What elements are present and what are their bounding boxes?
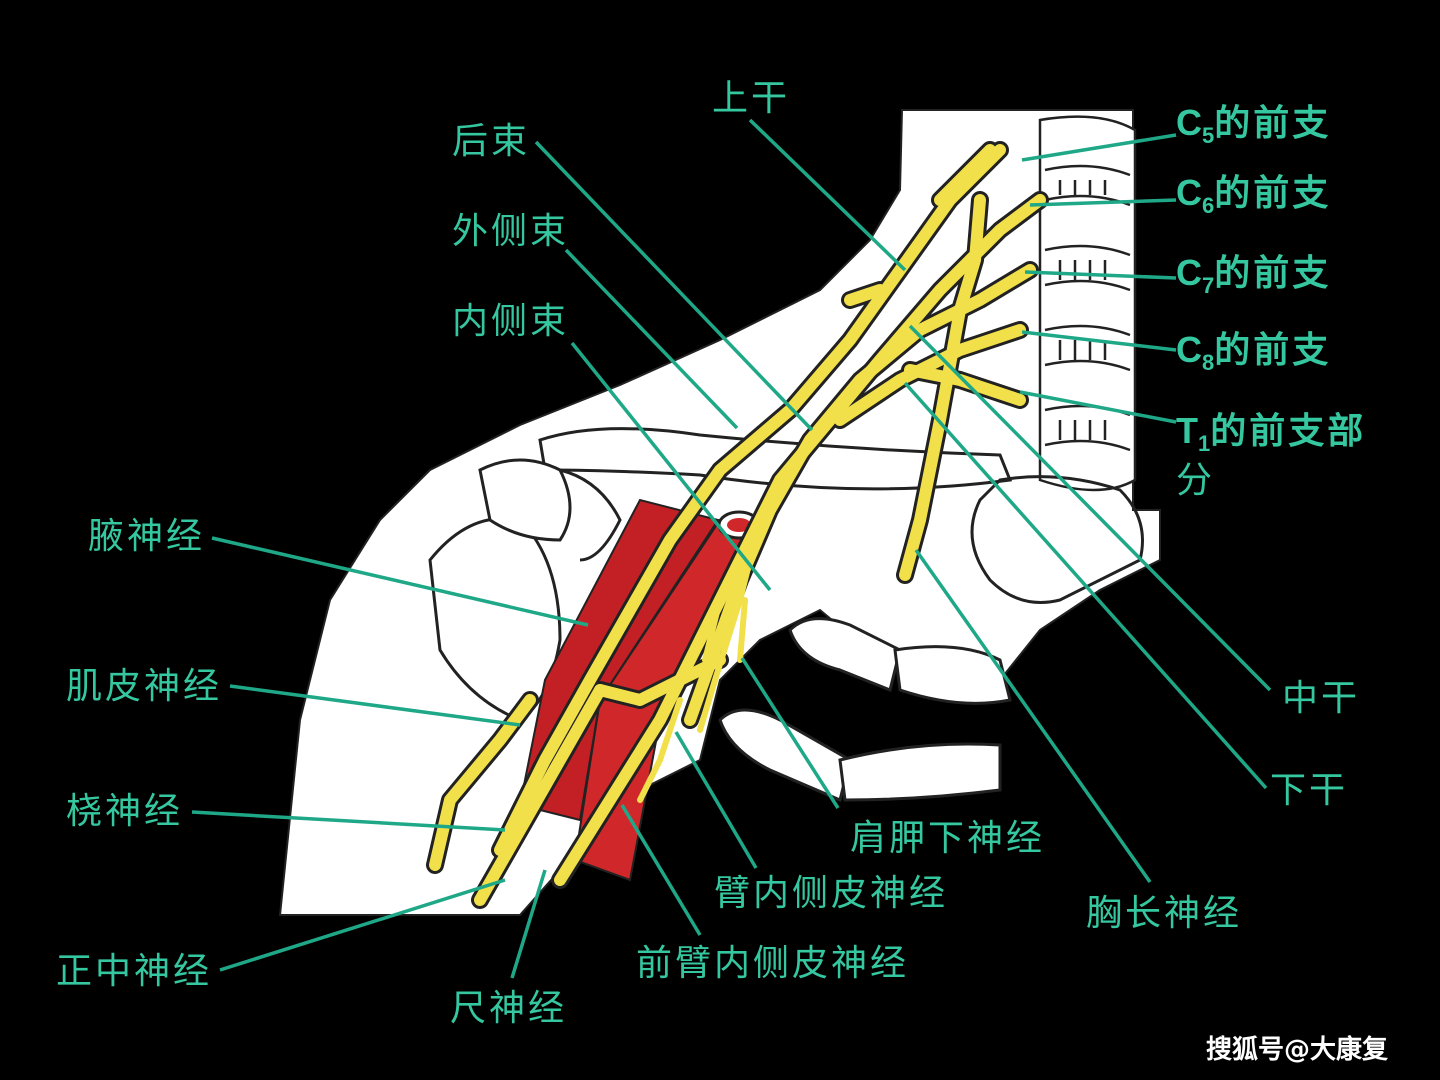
leader-median-nerve xyxy=(219,878,506,972)
leader-upper-trunk xyxy=(748,118,907,272)
leader-middle-trunk xyxy=(908,324,1272,692)
label-upper-trunk: 上干 xyxy=(712,78,790,119)
label-c5-sub: 5 xyxy=(1202,123,1214,148)
leader-subscapular-nerve xyxy=(740,657,840,809)
label-c6: C6的前支 xyxy=(1176,172,1331,218)
label-medial-brachial-cutaneous: 臂内侧皮神经 xyxy=(714,873,948,914)
label-axillary-nerve: 腋神经 xyxy=(88,516,205,557)
label-c6-sub: 6 xyxy=(1202,193,1214,218)
label-radial-nerve: 桡神经 xyxy=(66,791,183,832)
label-c5: C5的前支 xyxy=(1176,102,1331,148)
label-c8-main: C xyxy=(1176,329,1202,370)
leader-radial-nerve xyxy=(191,810,506,832)
ribs xyxy=(718,475,1144,803)
vertebral-column xyxy=(1038,115,1137,492)
leader-t1 xyxy=(1019,390,1177,424)
label-lower-trunk: 下干 xyxy=(1270,770,1348,811)
label-c8: C8的前支 xyxy=(1176,329,1331,375)
shoulder-bones xyxy=(428,458,622,722)
label-t1: T1的前支部 xyxy=(1176,410,1366,456)
leader-c8 xyxy=(1021,330,1177,352)
label-c7-main: C xyxy=(1176,252,1202,293)
leader-medial-cord xyxy=(570,341,772,592)
label-lateral-cord: 外侧束 xyxy=(452,211,569,252)
label-c8-sub: 8 xyxy=(1202,350,1214,375)
labels: 上干 后束 外侧束 内侧束 腋神经 肌皮神经 桡神经 正中神经 尺神经 前臂内侧… xyxy=(56,78,1366,1029)
label-median-nerve: 正中神经 xyxy=(56,951,212,992)
label-c5-suffix: 的前支 xyxy=(1214,103,1331,144)
label-subscapular-nerve: 肩胛下神经 xyxy=(850,818,1045,859)
label-t1-main: T xyxy=(1176,410,1198,451)
leader-axillary-nerve xyxy=(211,536,589,627)
label-c7-sub: 7 xyxy=(1202,273,1214,298)
label-c8-suffix: 的前支 xyxy=(1214,330,1331,371)
label-t1-sub: 1 xyxy=(1198,431,1210,456)
label-ulnar-nerve: 尺神经 xyxy=(450,988,567,1029)
label-long-thoracic-nerve: 胸长神经 xyxy=(1086,893,1242,934)
watermark: 搜狐号@大康复 xyxy=(1206,1034,1389,1065)
brachial-plexus-nerves xyxy=(426,141,1049,909)
label-middle-trunk: 中干 xyxy=(1282,678,1360,719)
leader-ulnar-nerve xyxy=(510,869,547,979)
leader-lines xyxy=(191,118,1272,979)
leader-medial-antebrachial-cutaneous xyxy=(620,804,702,936)
leader-lateral-cord xyxy=(564,248,739,430)
leader-c6 xyxy=(1029,198,1177,207)
label-medial-cord: 内侧束 xyxy=(452,301,569,342)
label-posterior-cord: 后束 xyxy=(452,121,530,162)
label-c6-suffix: 的前支 xyxy=(1214,173,1331,214)
leader-posterior-cord xyxy=(534,140,814,432)
leader-c5 xyxy=(1021,133,1177,162)
leader-musculocutaneous-nerve xyxy=(229,684,521,727)
label-c7-suffix: 的前支 xyxy=(1214,253,1331,294)
leader-long-thoracic-nerve xyxy=(914,548,1152,884)
label-t1-suffix: 的前支部 xyxy=(1210,411,1366,452)
label-t1-line2: 分 xyxy=(1176,460,1215,501)
leader-c7 xyxy=(1024,270,1177,280)
leader-medial-brachial-cutaneous xyxy=(674,731,758,869)
label-c6-main: C xyxy=(1176,172,1202,213)
leader-lower-trunk xyxy=(903,381,1268,790)
label-medial-antebrachial-cutaneous: 前臂内侧皮神经 xyxy=(636,943,909,984)
label-musculocutaneous-nerve: 肌皮神经 xyxy=(66,666,222,707)
label-c7: C7的前支 xyxy=(1176,252,1331,298)
label-c5-main: C xyxy=(1176,102,1202,143)
